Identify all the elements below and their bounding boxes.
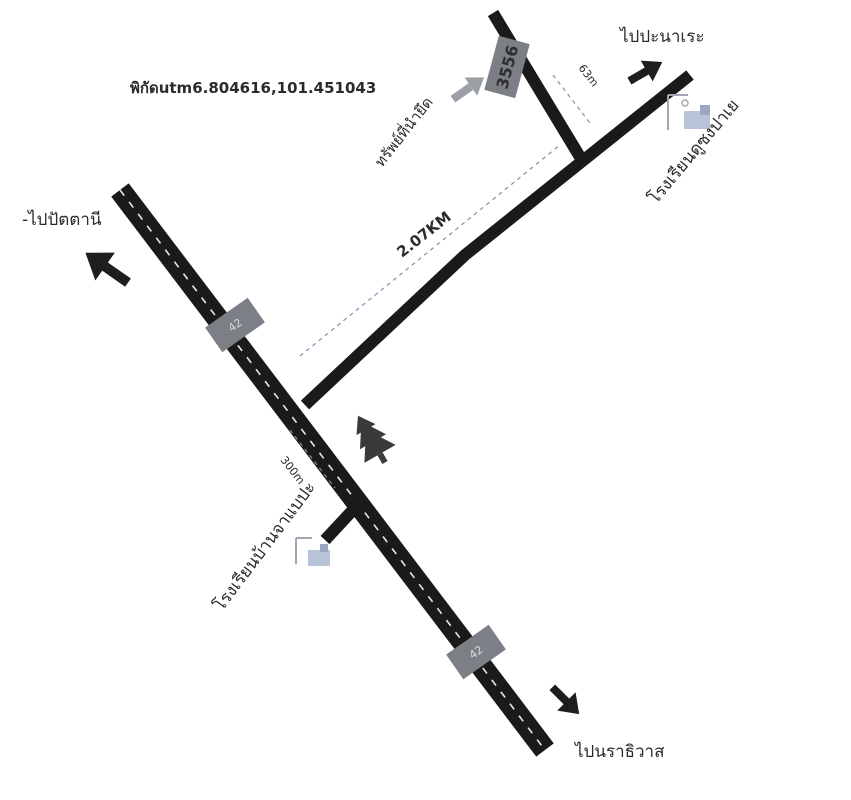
distance-main-branch: 2.07KM [393,208,454,261]
branch-road [300,70,694,410]
arrow-south-east-icon [549,684,580,715]
property-label: ทรัพย์ที่นำยึด [369,92,436,170]
route-sign-lower: 42 [446,624,506,680]
school-south-icon [295,537,330,566]
dim-top-offset [552,74,591,124]
distance-lower-offset: 300m [278,454,308,487]
property-road [487,9,586,161]
arrow-north-east-icon [627,60,663,85]
school-south-road [320,492,370,545]
local-route-sign: 3556 [484,35,530,99]
property-pointer-arrow-icon [450,77,485,103]
tree-icon [356,415,396,465]
dimension-lines [289,74,591,489]
destination-north-east: ไปปะนาเระ [618,26,705,47]
school-south-label: โรงเรียนบ้านจาแบปะ [209,478,320,615]
coordinates-label: พิกัดutm6.804616,101.451043 [130,79,376,97]
destination-south-east: ไปนราธิวาส [573,741,665,762]
route-sign-upper: 42 [205,297,265,353]
arrow-north-west-icon [85,252,131,287]
school-north-icon [667,94,710,130]
destination-north-west: -ไปปัตตานี [22,209,102,230]
distance-top-offset: 63m [576,62,601,89]
dim-main-branch [299,144,561,357]
